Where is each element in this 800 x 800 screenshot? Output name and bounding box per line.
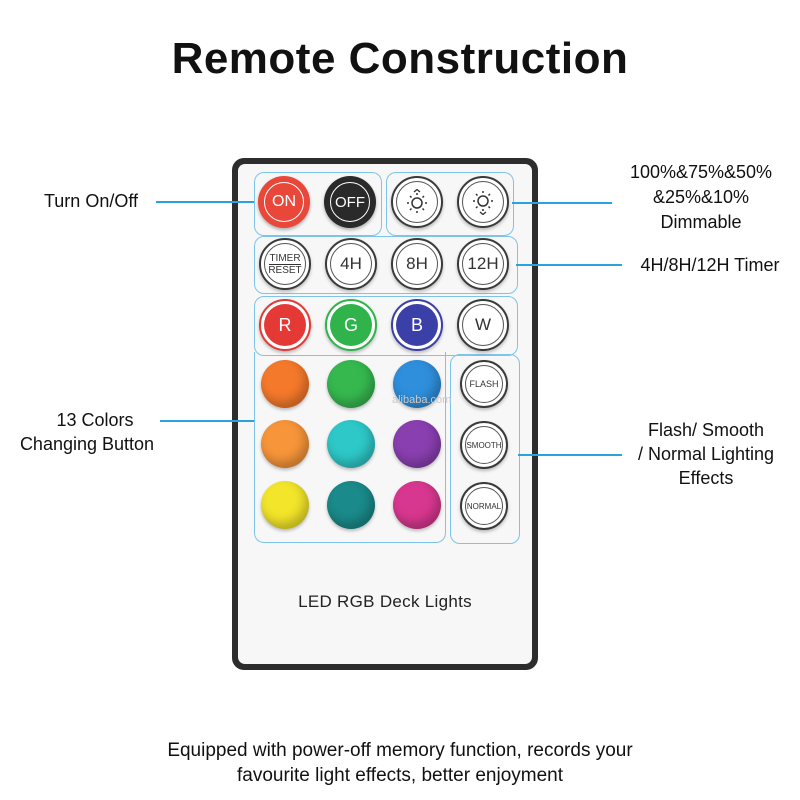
white-button-label: W xyxy=(462,304,504,346)
smooth-button[interactable]: SMOOTH xyxy=(460,421,508,469)
effects-group xyxy=(450,354,520,544)
callout-dimmable-3: Dimmable xyxy=(660,212,742,232)
brightness-up-icon xyxy=(407,189,427,213)
normal-button[interactable]: NORMAL xyxy=(460,482,508,530)
white-button[interactable]: W xyxy=(457,299,509,351)
footer-line-2: favourite light effects, better enjoymen… xyxy=(237,765,563,786)
timer-label: TIMER xyxy=(269,252,301,265)
brightness-down-button[interactable] xyxy=(457,176,509,228)
callout-effects-line xyxy=(518,454,622,456)
callout-dimmable-2: &25%&10% xyxy=(652,187,750,207)
page-title: Remote Construction xyxy=(171,34,629,83)
timer-reset-button[interactable]: TIMER RESET xyxy=(259,238,311,290)
callout-dimmable-line xyxy=(512,202,612,204)
timer-4h-button[interactable]: 4H xyxy=(325,238,377,290)
reset-label: RESET xyxy=(268,264,302,276)
dimmer-group xyxy=(386,172,514,236)
brightness-up-ring xyxy=(396,181,438,223)
flash-label: FLASH xyxy=(465,365,503,403)
callout-on-off-line xyxy=(156,201,254,203)
callout-on-off: Turn On/Off xyxy=(43,191,139,211)
callout-colors-2: Changing Button xyxy=(19,434,155,454)
footer-line-1: Equipped with power-off memory function,… xyxy=(167,740,633,761)
color-swatch-group xyxy=(254,352,446,543)
callout-effects-2: / Normal Lighting xyxy=(637,444,775,464)
brightness-down-ring xyxy=(462,181,504,223)
on-button-label: ON xyxy=(264,182,304,222)
brand-label: LED RGB Deck Lights xyxy=(298,592,472,611)
watermark: alibaba.com xyxy=(392,394,452,406)
red-button-label: R xyxy=(264,304,306,346)
callout-effects-3: Effects xyxy=(678,468,734,488)
timer-12h-button[interactable]: 12H xyxy=(457,238,509,290)
green-button-label: G xyxy=(330,304,372,346)
timer-reset-ring: TIMER RESET xyxy=(264,243,306,285)
color-sky-blue-button[interactable] xyxy=(393,360,441,408)
blue-button-label: B xyxy=(396,304,438,346)
callout-effects-1: Flash/ Smooth xyxy=(647,420,765,440)
red-button[interactable]: R xyxy=(259,299,311,351)
color-yellow-button[interactable] xyxy=(261,481,309,529)
off-button[interactable]: OFF xyxy=(324,176,376,228)
color-group xyxy=(254,296,518,356)
flash-button[interactable]: FLASH xyxy=(460,360,508,408)
footer-text: Equipped with power-off memory function,… xyxy=(0,738,800,788)
timer-4h-label: 4H xyxy=(330,243,372,285)
brightness-down-icon xyxy=(473,191,493,215)
color-green-button[interactable] xyxy=(327,360,375,408)
callout-colors-line xyxy=(160,420,254,422)
color-cyan-button[interactable] xyxy=(327,420,375,468)
timer-8h-button[interactable]: 8H xyxy=(391,238,443,290)
color-light-orange-button[interactable] xyxy=(261,420,309,468)
timer-12h-label: 12H xyxy=(462,243,504,285)
callout-timer-line xyxy=(516,264,622,266)
normal-label: NORMAL xyxy=(465,487,503,525)
on-off-group xyxy=(254,172,382,236)
callout-dimmable-1: 100%&75%&50% xyxy=(629,162,773,182)
color-teal-button[interactable] xyxy=(327,481,375,529)
timer-8h-label: 8H xyxy=(396,243,438,285)
callout-colors-1: 13 Colors xyxy=(56,410,134,430)
smooth-label: SMOOTH xyxy=(465,426,503,464)
color-orange-button[interactable] xyxy=(261,360,309,408)
color-pink-button[interactable] xyxy=(393,481,441,529)
color-purple-button[interactable] xyxy=(393,420,441,468)
green-button[interactable]: G xyxy=(325,299,377,351)
blue-button[interactable]: B xyxy=(391,299,443,351)
callout-timer: 4H/8H/12H Timer xyxy=(640,255,780,275)
on-button[interactable]: ON xyxy=(258,176,310,228)
brightness-up-button[interactable] xyxy=(391,176,443,228)
off-button-label: OFF xyxy=(330,182,370,222)
